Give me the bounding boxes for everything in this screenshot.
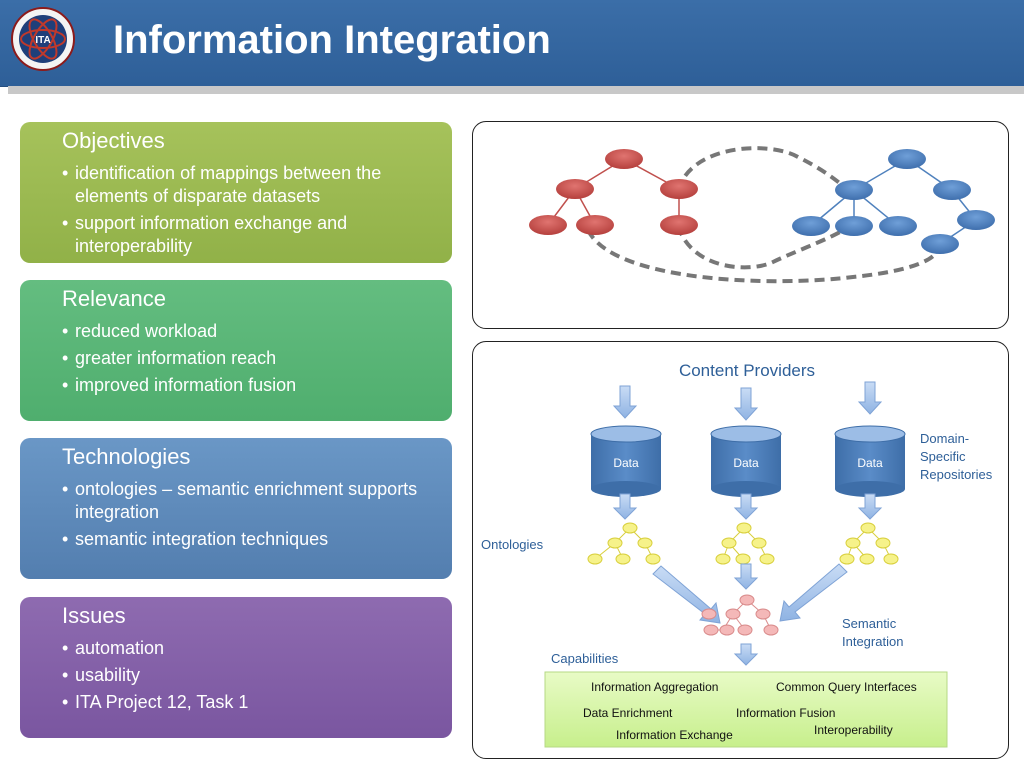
data-label: Data bbox=[613, 456, 639, 470]
ontologies-label: Ontologies bbox=[481, 537, 544, 552]
red-node bbox=[556, 179, 594, 199]
relevance-heading: Relevance bbox=[62, 286, 166, 311]
mapping-link bbox=[586, 229, 940, 284]
relevance-list: reduced workload greater information rea… bbox=[62, 320, 432, 397]
objectives-card: Objectives identification of mappings be… bbox=[20, 122, 452, 263]
list-item: semantic integration techniques bbox=[62, 528, 432, 551]
list-item: ontologies – semantic enrichment support… bbox=[62, 478, 432, 524]
diagonal-arrow-icon bbox=[779, 563, 848, 622]
technologies-card: Technologies ontologies – semantic enric… bbox=[20, 438, 452, 579]
yellow-tree bbox=[715, 522, 775, 565]
list-item: greater information reach bbox=[62, 347, 432, 370]
semantic-integration-line: Integration bbox=[842, 634, 903, 649]
blue-node bbox=[879, 216, 917, 236]
technologies-list: ontologies – semantic enrichment support… bbox=[62, 478, 432, 551]
down-arrow-icon bbox=[733, 563, 759, 590]
list-item: usability bbox=[62, 664, 432, 687]
capability-item: Common Query Interfaces bbox=[776, 680, 917, 694]
ita-logo-icon: ITA bbox=[11, 7, 75, 71]
list-item: reduced workload bbox=[62, 320, 432, 343]
capability-items: Information Aggregation Common Query Int… bbox=[583, 680, 917, 742]
down-arrow-icon bbox=[733, 387, 759, 421]
ontology-mapping-diagram bbox=[529, 146, 995, 284]
blue-node bbox=[933, 180, 971, 200]
objectives-list: identification of mappings between the e… bbox=[62, 162, 432, 258]
architecture-diagram: Content Providers Data Data Data D bbox=[481, 361, 993, 748]
yellow-trees bbox=[587, 522, 899, 565]
blue-node bbox=[921, 234, 959, 254]
domain-repositories-line: Repositories bbox=[920, 467, 993, 482]
logo-center-text: ITA bbox=[35, 35, 50, 46]
capability-item: Information Exchange bbox=[616, 728, 733, 742]
list-item: improved information fusion bbox=[62, 374, 432, 397]
technologies-heading: Technologies bbox=[62, 444, 191, 469]
down-arrow-icon bbox=[612, 385, 638, 419]
issues-list: automation usability ITA Project 12, Tas… bbox=[62, 637, 432, 714]
title-bar-shadow bbox=[8, 86, 1024, 94]
domain-repositories-label: Domain- Specific Repositories bbox=[920, 431, 993, 482]
down-arrow-icon bbox=[612, 493, 638, 520]
data-label: Data bbox=[857, 456, 883, 470]
data-label: Data bbox=[733, 456, 759, 470]
red-node bbox=[605, 149, 643, 169]
semantic-integration-line: Semantic bbox=[842, 616, 897, 631]
down-arrow-icon bbox=[857, 493, 883, 520]
list-item: ITA Project 12, Task 1 bbox=[62, 691, 432, 714]
down-arrow-icon bbox=[733, 643, 759, 666]
page-title: Information Integration bbox=[113, 18, 551, 62]
blue-node bbox=[835, 180, 873, 200]
blue-tree bbox=[792, 149, 995, 254]
capabilities-box bbox=[544, 671, 948, 748]
blue-node bbox=[957, 210, 995, 230]
mapping-link bbox=[676, 224, 850, 270]
yellow-tree bbox=[587, 522, 661, 565]
down-arrows bbox=[612, 381, 883, 421]
relevance-card: Relevance reduced workload greater infor… bbox=[20, 280, 452, 421]
content-providers-label: Content Providers bbox=[679, 361, 815, 380]
list-item: automation bbox=[62, 637, 432, 660]
issues-heading: Issues bbox=[62, 603, 126, 628]
capability-item: Interoperability bbox=[814, 723, 893, 737]
data-repository: Data bbox=[710, 425, 782, 497]
blue-node bbox=[835, 216, 873, 236]
capability-item: Information Fusion bbox=[736, 706, 835, 720]
data-repository: Data bbox=[590, 425, 662, 497]
red-node bbox=[529, 215, 567, 235]
red-tree bbox=[529, 149, 698, 235]
red-node bbox=[576, 215, 614, 235]
domain-repositories-line: Specific bbox=[920, 449, 966, 464]
list-item: identification of mappings between the e… bbox=[62, 162, 432, 208]
list-item: support information exchange and interop… bbox=[62, 212, 432, 258]
blue-node bbox=[888, 149, 926, 169]
ontology-mapping-panel bbox=[472, 121, 1009, 329]
architecture-panel: Content Providers Data Data Data D bbox=[472, 341, 1009, 759]
red-node bbox=[660, 215, 698, 235]
capabilities-label: Capabilities bbox=[551, 651, 619, 666]
yellow-tree bbox=[839, 522, 899, 565]
semantic-integration-label: Semantic Integration bbox=[842, 616, 903, 649]
data-repository: Data bbox=[834, 425, 906, 497]
mapping-link bbox=[676, 146, 850, 192]
down-arrow-icon bbox=[857, 381, 883, 415]
blue-node bbox=[792, 216, 830, 236]
capability-item: Information Aggregation bbox=[591, 680, 718, 694]
red-node bbox=[660, 179, 698, 199]
domain-repositories-line: Domain- bbox=[920, 431, 969, 446]
pink-merged-tree bbox=[701, 594, 779, 636]
down-arrow-icon bbox=[733, 493, 759, 520]
objectives-heading: Objectives bbox=[62, 128, 165, 153]
issues-card: Issues automation usability ITA Project … bbox=[20, 597, 452, 738]
capability-item: Data Enrichment bbox=[583, 706, 673, 720]
title-bar: ITA Information Integration bbox=[0, 0, 1024, 87]
